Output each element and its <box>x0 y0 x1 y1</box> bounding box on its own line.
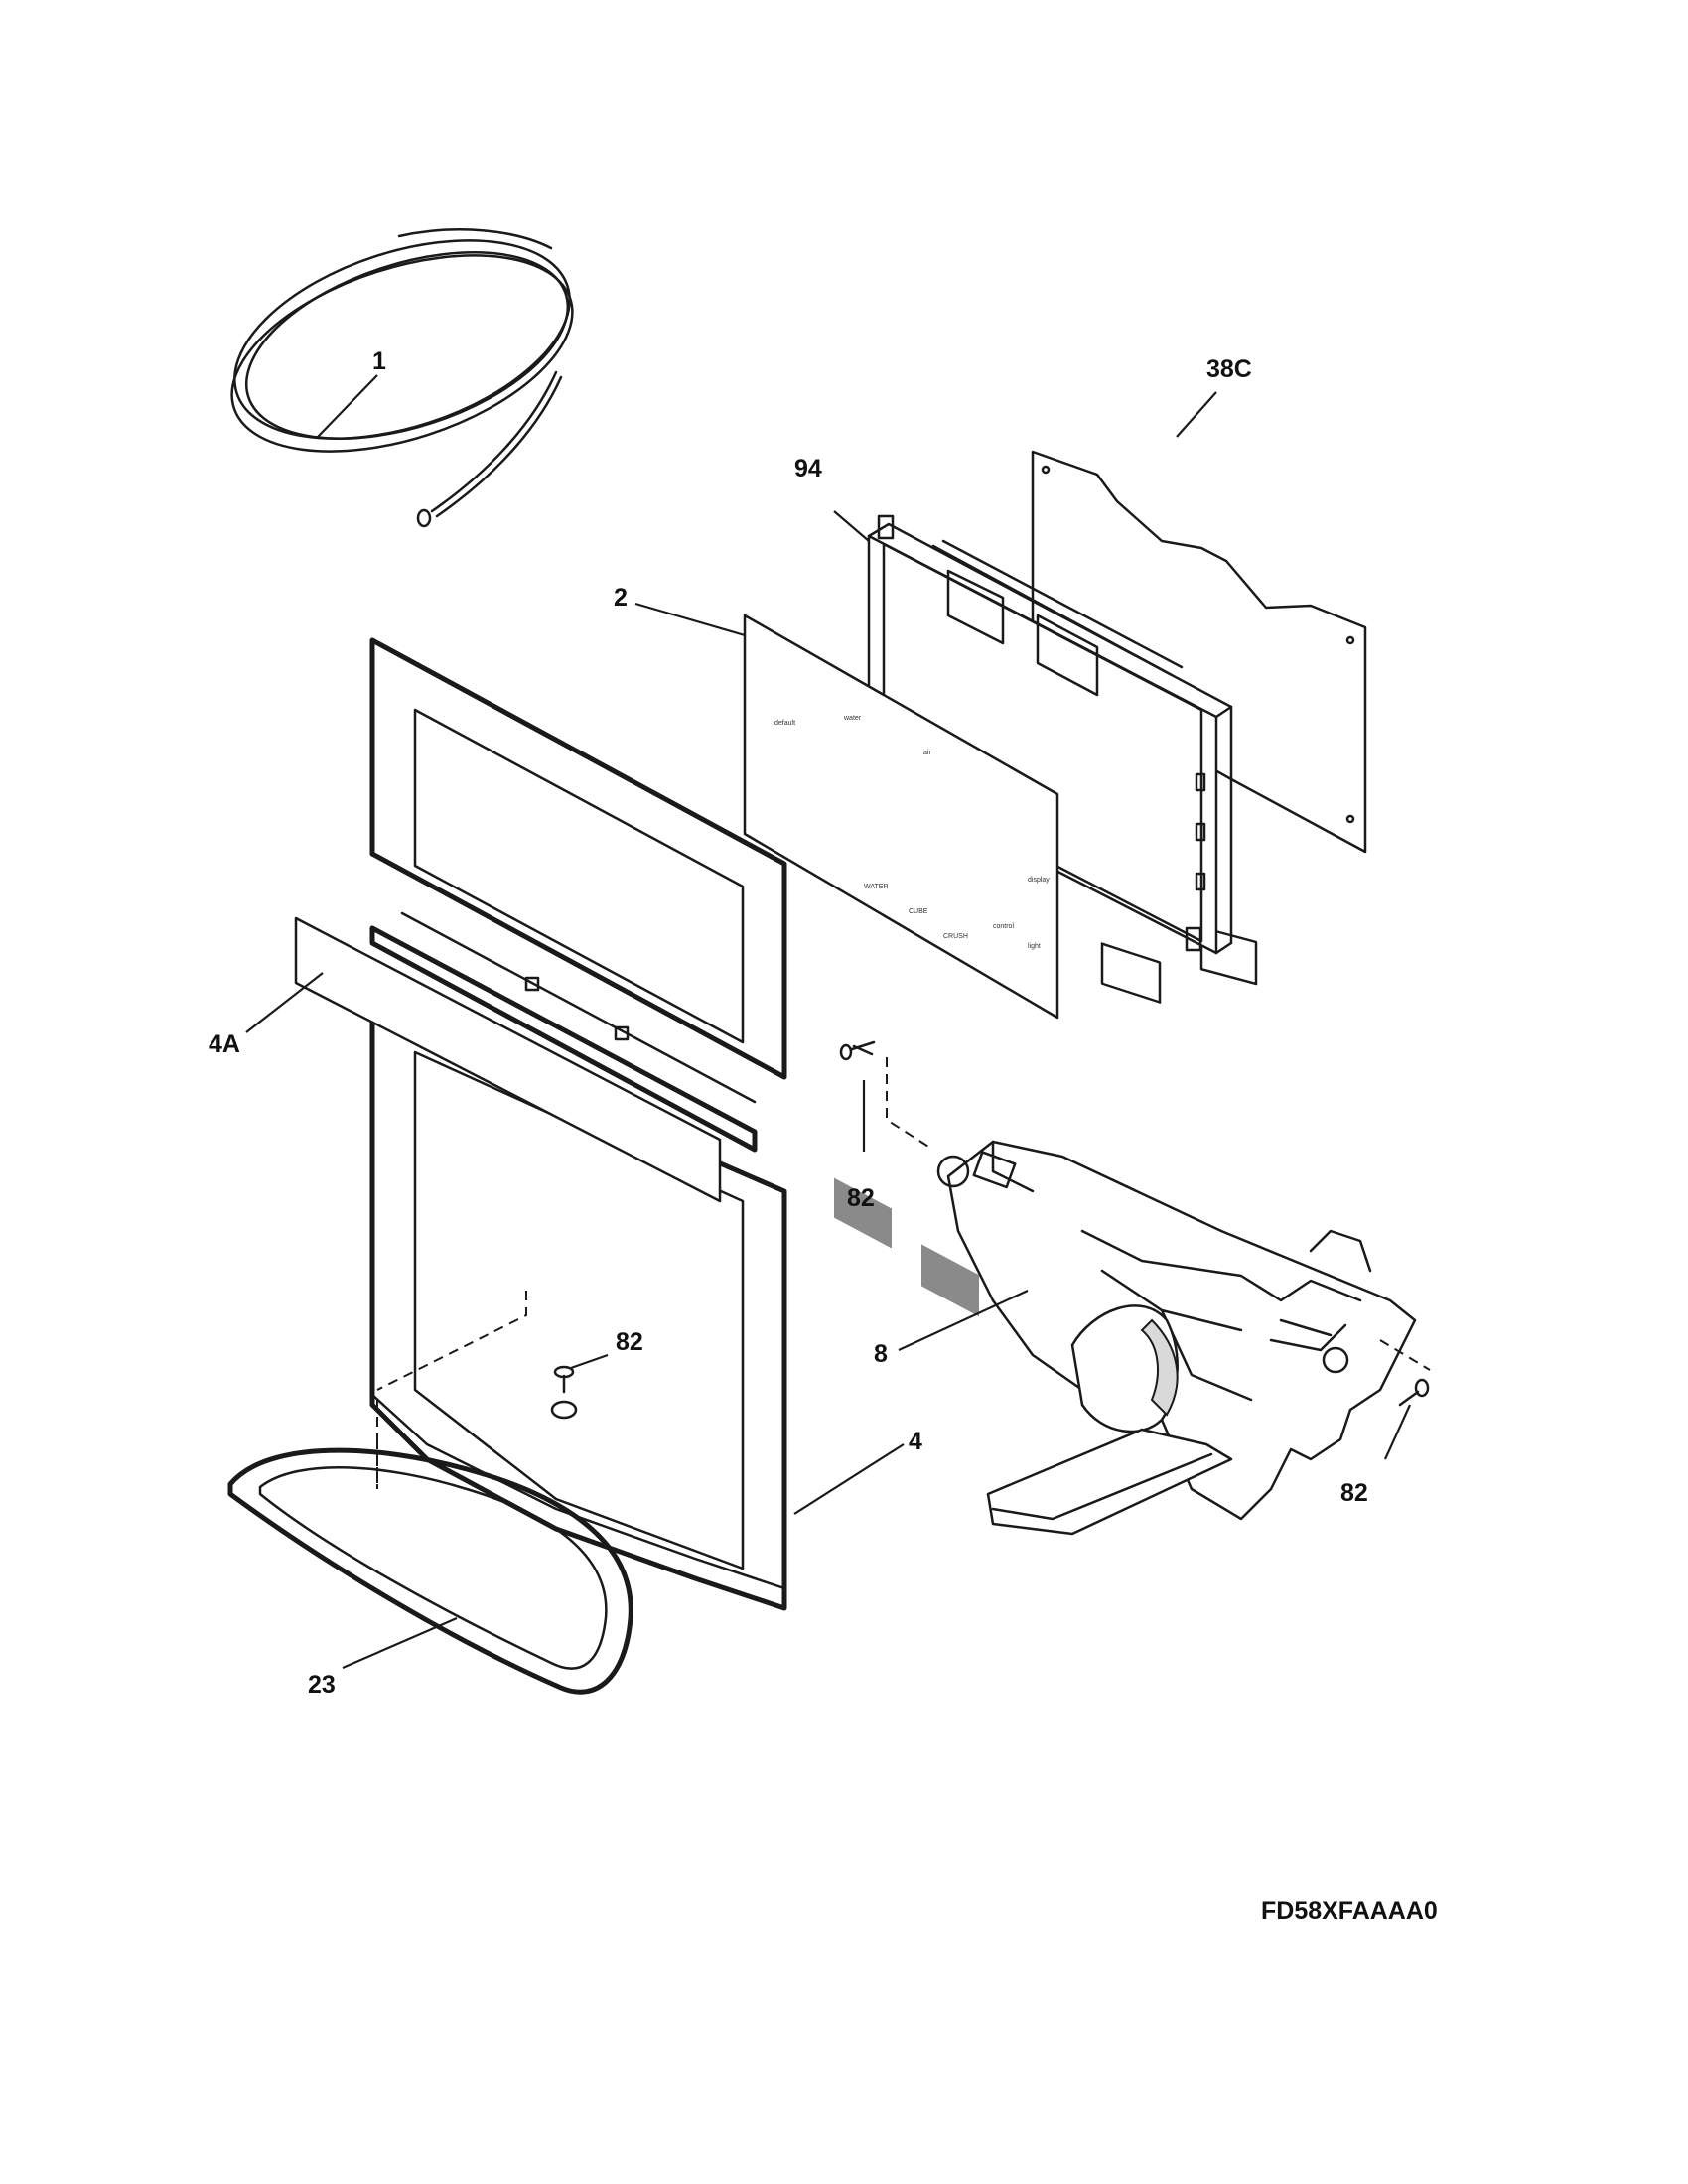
svg-text:light: light <box>1028 943 1041 950</box>
callout-4a: 4A <box>209 1030 240 1058</box>
part-2-control-overlay: default water air WATER CUBE CRUSH displ… <box>743 614 1059 1317</box>
svg-text:default: default <box>774 720 795 727</box>
part-4a-trim-strip <box>294 916 722 1203</box>
callout-23: 23 <box>308 1671 336 1699</box>
callout-82-actuator: 82 <box>1340 1479 1368 1507</box>
callout-94: 94 <box>794 455 822 482</box>
svg-text:air: air <box>923 750 931 756</box>
part-1-water-tube <box>230 228 574 528</box>
part-4-dispenser-panel <box>369 637 787 1611</box>
part-23-drip-tray <box>227 1447 633 1695</box>
callout-38c: 38C <box>1206 355 1252 383</box>
callout-2: 2 <box>614 584 628 612</box>
callout-1: 1 <box>372 347 386 375</box>
svg-text:water: water <box>843 715 862 722</box>
model-number: FD58XFAAAA0 <box>1261 1897 1438 1925</box>
svg-text:CUBE: CUBE <box>909 908 928 915</box>
screw-82-panel <box>553 1365 575 1394</box>
callout-82-upper: 82 <box>847 1184 875 1212</box>
screw-82-upper <box>839 1040 876 1061</box>
svg-text:control: control <box>993 923 1014 930</box>
callout-82-panel: 82 <box>616 1328 643 1356</box>
part-8-dispenser-actuator <box>936 1140 1417 1536</box>
assembly-dashed-lines <box>376 1057 1431 1489</box>
screw-82-actuator <box>1398 1378 1430 1407</box>
svg-text:display: display <box>1028 877 1050 884</box>
svg-text:WATER: WATER <box>864 884 889 890</box>
callout-4: 4 <box>909 1428 922 1455</box>
svg-text:CRUSH: CRUSH <box>943 933 968 940</box>
leader-lines <box>245 374 1412 1670</box>
callout-8: 8 <box>874 1340 888 1368</box>
